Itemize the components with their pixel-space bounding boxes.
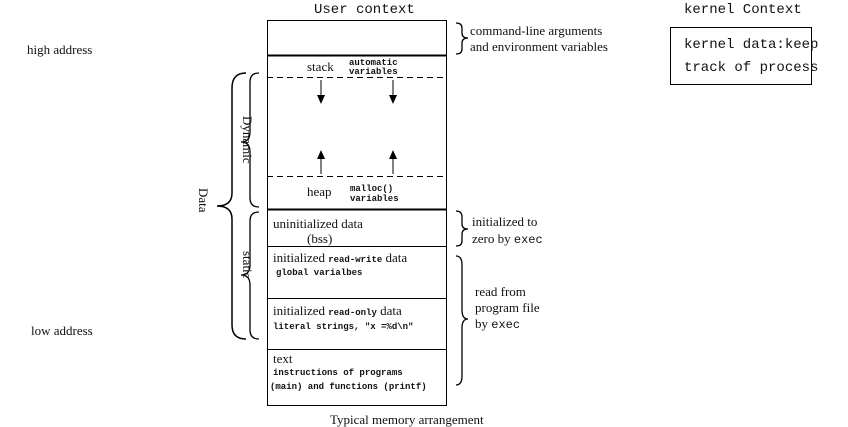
- ro-suffix: data: [380, 303, 402, 318]
- ro-data-segment-label: initialized read-only data: [273, 304, 402, 318]
- rw-data-segment-label: initialized read-write data: [273, 251, 407, 265]
- rw-data-note: global varialbes: [276, 268, 363, 278]
- rw-suffix: data: [385, 250, 408, 265]
- data-brace-label: Data: [196, 188, 211, 213]
- dynamic-brace: [240, 72, 260, 208]
- heap-note-line-2: variables: [350, 194, 399, 204]
- low-address-label: low address: [31, 323, 93, 338]
- bss-annotation-line-1: initialized to: [472, 214, 538, 229]
- ro-keyword: read-only: [328, 308, 377, 318]
- kernel-context-box: [670, 27, 812, 85]
- memory-column-border: [267, 20, 447, 406]
- bss-segment-label: uninitialized data: [273, 216, 363, 231]
- stack-note-line-1: automatic: [349, 58, 398, 68]
- bss-brace: [455, 210, 469, 247]
- stack-grows-down-arrows: [317, 80, 397, 104]
- program-file-brace: [455, 255, 469, 386]
- args-brace: [455, 22, 469, 55]
- bss-annotation-exec: exec: [513, 233, 543, 247]
- bss-annotation-prefix: zero by: [472, 231, 511, 246]
- kernel-box-line-1: kernel data:keep: [684, 37, 819, 53]
- stack-note-line-2: variables: [349, 67, 398, 77]
- bss-segment-sublabel: (bss): [307, 231, 333, 246]
- static-brace: [240, 211, 260, 340]
- heap-grows-up-arrows: [317, 150, 397, 174]
- ro-data-note: literal strings, "x =%d\n": [273, 322, 414, 332]
- heap-note-line-1: malloc(): [350, 184, 394, 194]
- file-annotation-prefix: by: [475, 316, 488, 331]
- text-note-line-1: instructions of programs: [273, 368, 403, 378]
- rw-prefix: initialized: [273, 250, 325, 265]
- high-address-label: high address: [27, 42, 93, 57]
- static-brace-label: static: [240, 251, 255, 279]
- dynamic-brace-label: Dynamic: [240, 116, 255, 164]
- args-annotation-line-1: command-line arguments: [470, 23, 603, 38]
- kernel-box-line-2: track of process: [684, 60, 819, 76]
- user-context-title: User context: [314, 2, 415, 18]
- file-annotation-line-2: program file: [475, 300, 540, 315]
- file-annotation-exec: exec: [491, 318, 521, 332]
- data-brace: [216, 72, 247, 340]
- diagram-caption: Typical memory arrangement: [330, 412, 484, 427]
- heap-segment-label: heap: [307, 184, 332, 199]
- rw-keyword: read-write: [328, 255, 383, 265]
- ro-prefix: initialized: [273, 303, 325, 318]
- text-note-line-2: (main) and functions (printf): [270, 382, 427, 392]
- stack-segment-label: stack: [307, 59, 334, 74]
- kernel-context-title: kernel Context: [684, 2, 802, 18]
- args-annotation-line-2: and environment variables: [470, 39, 608, 54]
- bss-annotation-line-2: zero by exec: [472, 232, 543, 246]
- text-segment-label: text: [273, 351, 293, 366]
- file-annotation-line-1: read from: [475, 284, 526, 299]
- file-annotation-line-3: by exec: [475, 317, 520, 331]
